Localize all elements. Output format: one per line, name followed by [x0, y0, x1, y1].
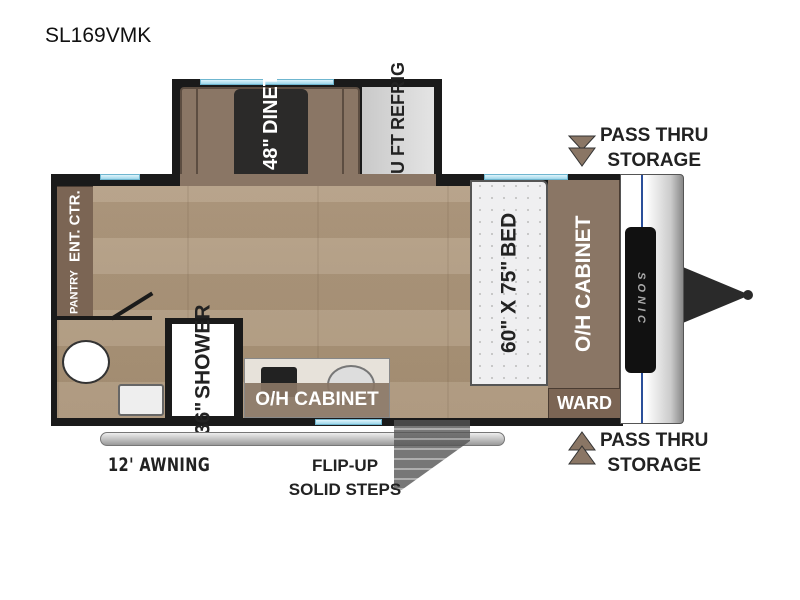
pass-thru-storage-top: PASS THRU STORAGE [600, 125, 709, 171]
awning-label: 12' AWNING [108, 454, 211, 476]
window [200, 79, 334, 85]
bed: 60" X 75"BED [470, 180, 548, 386]
kitchen-counter: O/H CABINET [244, 358, 390, 418]
shower: 36"SHOWER [172, 305, 234, 435]
pantry: PANTRY [57, 266, 93, 318]
front-cabinet: O/H CABINET [548, 180, 620, 388]
slide-out-opening [180, 174, 436, 186]
pass-thru-storage-bottom: PASS THRU STORAGE [600, 430, 709, 476]
arrow-down-icon [567, 135, 597, 167]
window [315, 419, 382, 425]
window [484, 174, 568, 180]
logo-badge: SONIC [625, 227, 656, 373]
bathroom-wall [57, 316, 152, 320]
model-title: SL169VMK [45, 24, 152, 47]
arrow-up-icon [568, 431, 596, 465]
dinette-table: 65" X 48"DINETTE [234, 49, 308, 226]
dinette-seat [342, 89, 344, 187]
toilet [62, 340, 110, 384]
dinette-seat [196, 89, 198, 187]
kitchen-cabinet: O/H CABINET [245, 383, 389, 417]
entertainment-center: ENT. CTR. [57, 186, 93, 266]
wardrobe: WARD [548, 388, 620, 418]
front-cap: SONIC [620, 174, 684, 424]
steps-label: FLIP-UP SOLID STEPS [288, 456, 402, 499]
bathroom-sink [118, 384, 164, 416]
hitch [678, 265, 753, 325]
window [100, 174, 140, 180]
